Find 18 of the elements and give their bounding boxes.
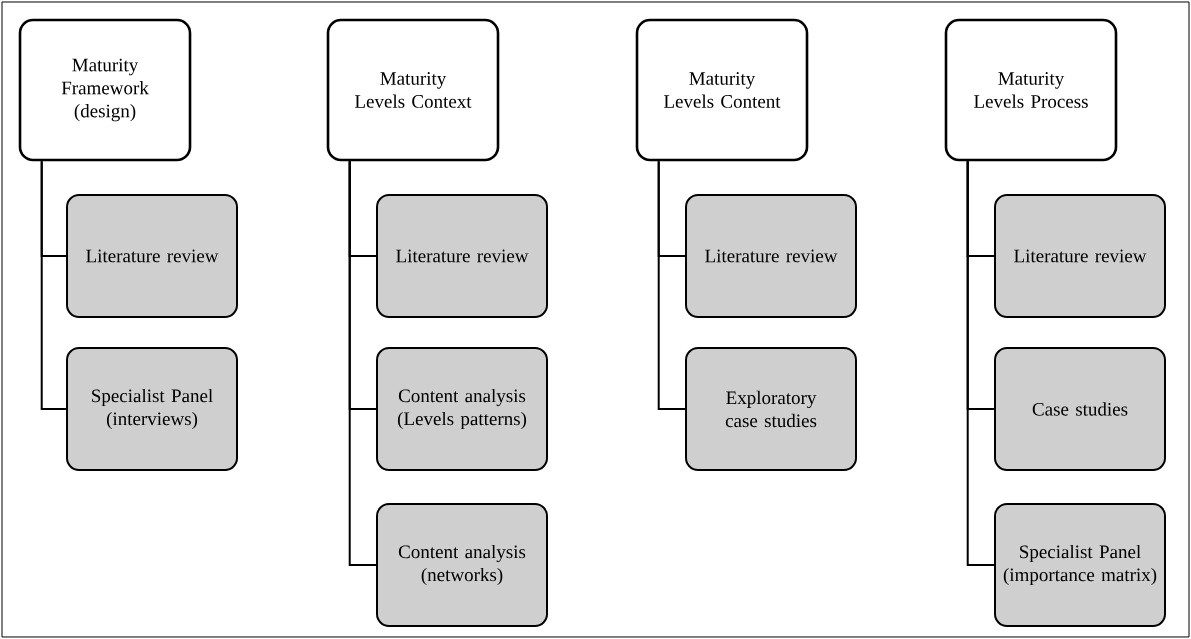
method-box: Content analysis (Levels patterns)	[376, 347, 548, 471]
method-box: Specialist Panel (importance matrix)	[994, 503, 1166, 627]
method-box: Literature review	[376, 194, 548, 318]
method-box: Exploratory case studies	[685, 347, 857, 471]
method-box: Literature review	[994, 194, 1166, 318]
heading-box: Maturity Levels Content	[635, 18, 809, 162]
connector-line	[348, 160, 377, 566]
connector-line	[40, 160, 67, 410]
connector-line	[657, 160, 686, 410]
connector-line	[966, 160, 995, 566]
method-box: Case studies	[994, 347, 1166, 471]
heading-box: Maturity Framework (design)	[18, 18, 192, 162]
method-box: Literature review	[685, 194, 857, 318]
method-box: Content analysis (networks)	[376, 503, 548, 627]
heading-box: Maturity Levels Process	[944, 18, 1118, 162]
method-box: Literature review	[66, 194, 238, 318]
method-box: Specialist Panel (interviews)	[66, 347, 238, 471]
heading-box: Maturity Levels Context	[326, 18, 500, 162]
